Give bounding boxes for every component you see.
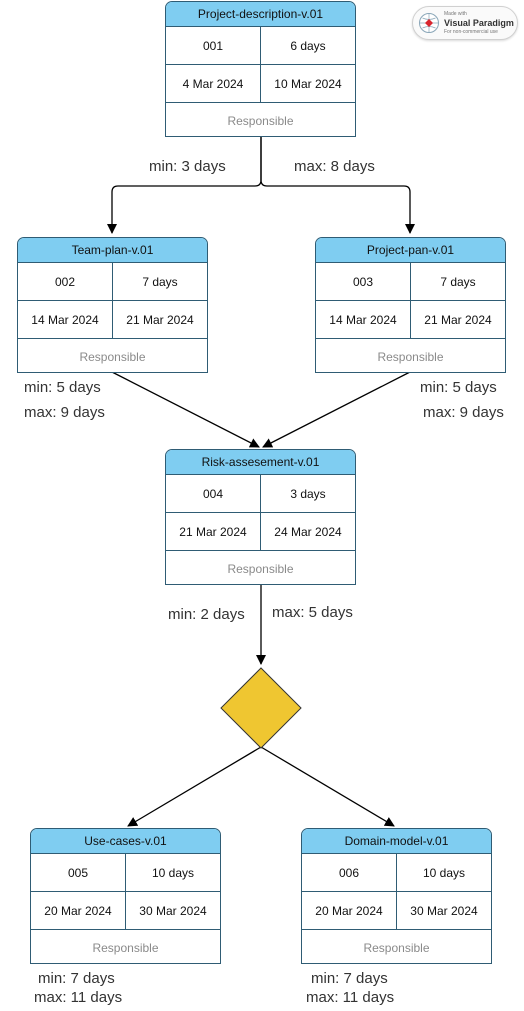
task-duration: 10 days <box>125 854 220 891</box>
task-responsible: Responsible <box>227 562 294 576</box>
task-title: Project-description-v.01 <box>166 2 355 27</box>
label-project-pan-max: max: 9 days <box>423 404 504 421</box>
edge-description-to-team-plan <box>107 136 262 234</box>
label-team-plan-max: max: 9 days <box>24 404 105 421</box>
task-id: 006 <box>338 865 360 880</box>
task-duration: 6 days <box>260 27 355 64</box>
task-duration: 10 days <box>396 854 491 891</box>
task-start-date: 14 Mar 2024 <box>31 312 99 327</box>
task-id: 004 <box>202 486 224 501</box>
task-node-risk-assesement[interactable]: Risk-assesement-v.01 004 3 days 21 Mar 2… <box>165 449 356 585</box>
task-end-date: 30 Mar 2024 <box>125 892 220 929</box>
edge-project-pan-to-risk <box>262 371 411 448</box>
task-id: 002 <box>54 274 76 289</box>
task-duration: 7 days <box>112 263 207 300</box>
edge-team-plan-to-risk <box>111 371 260 448</box>
label-risk-max: max: 5 days <box>272 604 353 621</box>
task-end-date: 21 Mar 2024 <box>112 301 207 338</box>
task-duration: 7 days <box>410 263 505 300</box>
task-start-date: 14 Mar 2024 <box>329 312 397 327</box>
task-node-project-pan[interactable]: Project-pan-v.01 003 7 days 14 Mar 2024 … <box>315 237 506 373</box>
task-node-project-description[interactable]: Project-description-v.01 001 6 days 4 Ma… <box>165 1 356 137</box>
task-responsible: Responsible <box>227 114 294 128</box>
task-node-use-cases[interactable]: Use-cases-v.01 005 10 days 20 Mar 2024 3… <box>30 828 221 964</box>
task-start-date: 20 Mar 2024 <box>44 903 112 918</box>
label-team-plan-min: min: 5 days <box>24 379 101 396</box>
label-domain-model-max: max: 11 days <box>306 989 395 1006</box>
task-responsible: Responsible <box>79 350 146 364</box>
watermark-line3: For non-commercial use <box>444 29 498 35</box>
task-title: Use-cases-v.01 <box>31 829 220 854</box>
task-id: 005 <box>67 865 89 880</box>
watermark-brand: Visual Paradigm <box>444 18 514 28</box>
task-start-date: 4 Mar 2024 <box>182 76 244 91</box>
task-responsible: Responsible <box>377 350 444 364</box>
task-responsible: Responsible <box>92 941 159 955</box>
label-domain-model-min: min: 7 days <box>311 970 388 987</box>
task-duration: 3 days <box>260 475 355 512</box>
label-use-cases-min: min: 7 days <box>38 970 115 987</box>
visual-paradigm-watermark: Made with Visual Paradigm For non-commer… <box>412 6 518 40</box>
label-description-max: max: 8 days <box>294 158 375 175</box>
edge-gateway-to-use-cases <box>127 746 262 827</box>
edge-description-to-project-pan <box>260 136 415 234</box>
label-project-pan-min: min: 5 days <box>420 379 497 396</box>
task-responsible: Responsible <box>363 941 430 955</box>
task-start-date: 20 Mar 2024 <box>315 903 383 918</box>
label-description-min: min: 3 days <box>149 158 226 175</box>
gateway-diamond[interactable] <box>220 667 302 749</box>
task-start-date: 21 Mar 2024 <box>179 524 247 539</box>
task-title: Domain-model-v.01 <box>302 829 491 854</box>
task-end-date: 21 Mar 2024 <box>410 301 505 338</box>
task-end-date: 24 Mar 2024 <box>260 513 355 550</box>
task-node-team-plan[interactable]: Team-plan-v.01 002 7 days 14 Mar 2024 21… <box>17 237 208 373</box>
globe-logo-icon <box>419 13 439 33</box>
label-risk-min: min: 2 days <box>168 606 245 623</box>
task-end-date: 10 Mar 2024 <box>260 65 355 102</box>
watermark-line1: Made with <box>444 11 467 17</box>
task-end-date: 30 Mar 2024 <box>396 892 491 929</box>
label-use-cases-max: max: 11 days <box>34 989 123 1006</box>
edge-gateway-to-domain-model <box>260 746 395 827</box>
task-id: 003 <box>352 274 374 289</box>
task-id: 001 <box>202 38 224 53</box>
task-title: Risk-assesement-v.01 <box>166 450 355 475</box>
task-title: Team-plan-v.01 <box>18 238 207 263</box>
task-title: Project-pan-v.01 <box>316 238 505 263</box>
task-node-domain-model[interactable]: Domain-model-v.01 006 10 days 20 Mar 202… <box>301 828 492 964</box>
